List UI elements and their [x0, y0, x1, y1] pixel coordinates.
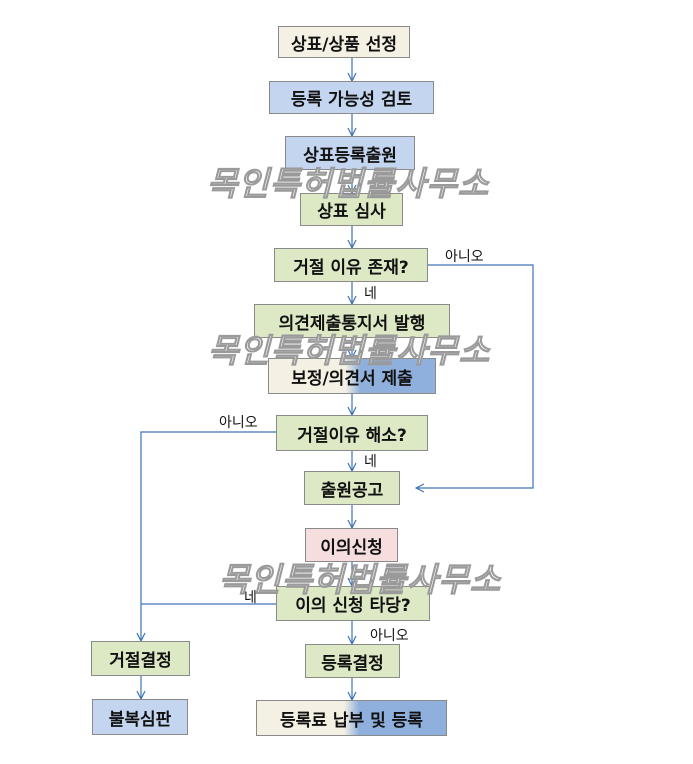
node-trademark-examination: 상표 심사 [300, 193, 403, 226]
node-refusal-decision: 거절결정 [91, 641, 190, 676]
label-no-resolved: 아니오 [219, 415, 258, 431]
label-yes-opposition-valid: 네 [244, 590, 257, 606]
node-opposition: 이의신청 [305, 528, 398, 562]
node-registration-decision: 등록결정 [305, 644, 400, 678]
node-amendment-submission: 보정/의견서 제출 [268, 358, 436, 394]
label-yes-resolved: 네 [364, 454, 377, 470]
arrow-refusal-check-no-to-publication [416, 264, 534, 488]
node-opinion-notice: 의견제출통지서 발행 [254, 304, 450, 338]
node-trademark-application: 상표등록출원 [285, 136, 415, 170]
label-no-opposition-valid: 아니오 [370, 628, 409, 644]
node-refusal-reason-exists: 거절 이유 존재? [274, 248, 428, 282]
label-no-refusal: 아니오 [445, 249, 484, 265]
node-refusal-resolved: 거절이유 해소? [276, 415, 428, 451]
arrow-resolved-check-no-to-refusal-decision [141, 431, 276, 641]
node-registrability-review: 등록 가능성 검토 [269, 81, 434, 114]
label-yes-refusal: 네 [364, 286, 377, 302]
node-publication: 출원공고 [304, 471, 400, 505]
node-opposition-valid: 이의 신청 타당? [276, 586, 430, 621]
node-fee-registration: 등록료 납부 및 등록 [256, 700, 447, 736]
node-appeal: 불복심판 [92, 699, 188, 735]
node-trademark-selection: 상표/상품 선정 [278, 26, 410, 58]
